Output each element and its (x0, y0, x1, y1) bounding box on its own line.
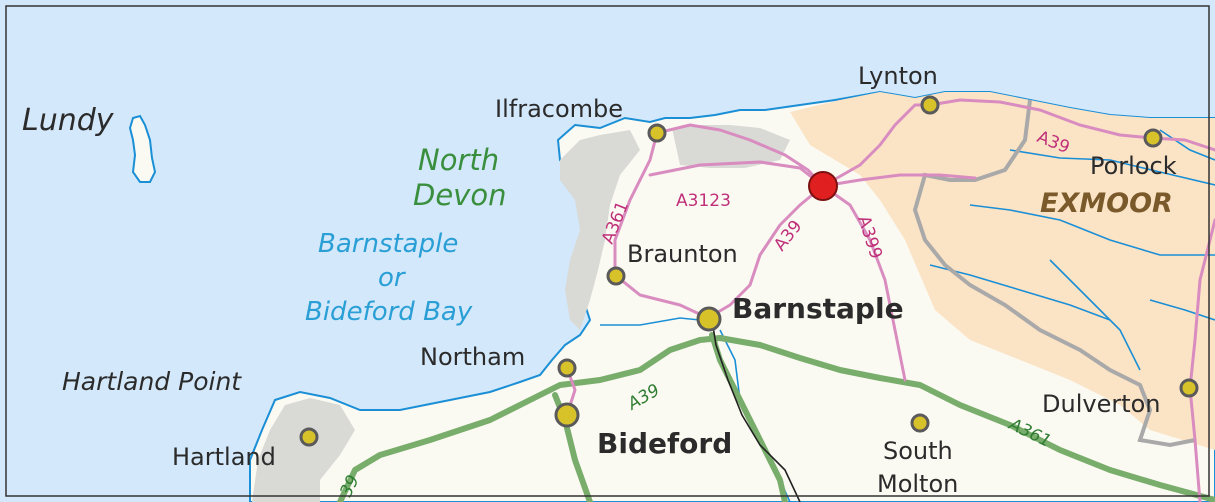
town-dot-braunton[interactable] (606, 266, 626, 286)
label-north-devon-line1: North (418, 143, 499, 177)
label-exmoor: EXMOOR (1040, 188, 1173, 219)
town-markers (299, 95, 1199, 447)
label-hartland: Hartland (172, 443, 276, 471)
a-roads (565, 98, 1215, 502)
label-hartland-point: Hartland Point (62, 367, 242, 396)
label-bay-line1: Barnstaple (318, 229, 458, 259)
town-dot-lynton[interactable] (920, 95, 940, 115)
town-dot-hartland[interactable] (299, 427, 319, 447)
label-lynton: Lynton (858, 62, 938, 90)
exmoor-region (790, 92, 1215, 450)
hartland-moor (252, 398, 355, 502)
town-dot-ilfracombe[interactable] (647, 123, 667, 143)
braunton-burrows (560, 130, 640, 330)
label-northam: Northam (420, 343, 525, 371)
label-barnstaple: Barnstaple (732, 292, 904, 325)
label-porlock: Porlock (1090, 152, 1177, 180)
label-bideford: Bideford (597, 427, 732, 460)
town-dot-barnstaple[interactable] (696, 306, 722, 332)
label-south-molton-line1: South (883, 437, 953, 465)
label-bay-line3: Bideford Bay (305, 297, 473, 327)
exmoor-boundary (912, 99, 1196, 448)
label-dulverton: Dulverton (1042, 390, 1161, 418)
ilfracombe-heights (672, 125, 790, 168)
lundy-island (128, 114, 157, 183)
town-dot-northam[interactable] (557, 358, 577, 378)
label-lundy: Lundy (22, 103, 115, 138)
road-label-a3123: A3123 (676, 191, 731, 211)
location-marker[interactable] (808, 171, 838, 201)
rivers (600, 129, 1215, 502)
town-dot-dulverton[interactable] (1179, 378, 1199, 398)
map-frame (5, 5, 1210, 497)
label-ilfracombe: Ilfracombe (495, 95, 623, 123)
railway (711, 319, 801, 502)
town-dot-south-molton[interactable] (910, 413, 930, 433)
label-bay-line2: or (378, 263, 407, 293)
town-dot-bideford[interactable] (554, 402, 580, 428)
label-braunton: Braunton (627, 240, 738, 268)
label-south-molton-line2: Molton (877, 470, 958, 498)
town-dot-porlock[interactable] (1143, 128, 1163, 148)
label-north-devon-line2: Devon (413, 178, 506, 212)
